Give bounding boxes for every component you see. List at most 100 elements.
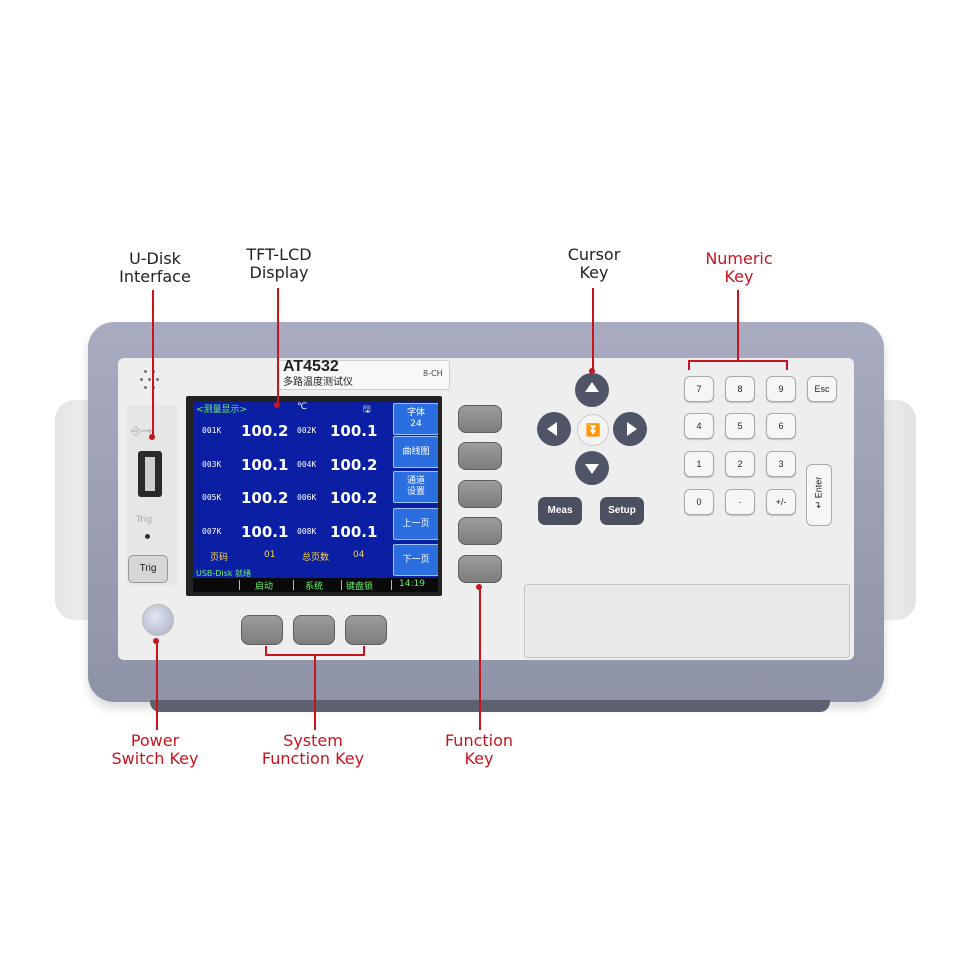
lcd-channel-label: 004K	[297, 460, 317, 469]
numeric-key-0[interactable]: 0	[684, 489, 714, 515]
numeric-key-2[interactable]: 2	[725, 451, 755, 477]
lcd-softkey-channel-setup: 通道 设置	[393, 471, 438, 503]
right-arrow-icon	[627, 422, 637, 436]
leader-tft	[277, 288, 279, 406]
lcd-screen: <测量显示> ℃ 🖫 001K 100.2 002K 100.1 003K 10…	[193, 402, 438, 592]
lcd-bottom-keylock: 键盘锁	[346, 582, 374, 592]
lcd-channel-label: 006K	[297, 493, 317, 502]
enter-key[interactable]: ↵ Enter	[806, 464, 832, 526]
numeric-key-9[interactable]: 9	[766, 376, 796, 402]
lcd-channel-value: 100.2	[241, 422, 289, 440]
function-key-3[interactable]	[458, 480, 502, 508]
lcd-channel-value: 100.1	[330, 523, 378, 541]
leader-numeric	[737, 290, 739, 360]
leader-function-dot	[476, 584, 482, 590]
meas-button[interactable]: Meas	[538, 497, 582, 525]
lcd-channel-label: 005K	[202, 493, 222, 502]
lcd-page-value: 01	[264, 550, 276, 560]
leader-cursor-dot	[589, 368, 595, 374]
lcd-channel-value: 100.2	[330, 456, 378, 474]
leader-numeric-bracket	[688, 360, 788, 362]
callout-function-key: Function Key	[444, 731, 514, 768]
usb-icon: ⎆⊸	[131, 424, 153, 439]
leader-power-dot	[153, 638, 159, 644]
lcd-channel-label: 002K	[297, 426, 317, 435]
system-key-keylock[interactable]	[345, 615, 387, 645]
trig-indicator-label: Trig	[136, 515, 153, 525]
callout-udisk-interface: U-Disk Interface	[119, 249, 191, 286]
system-key-system[interactable]	[293, 615, 335, 645]
esc-key[interactable]: Esc	[807, 376, 837, 402]
power-button[interactable]	[142, 604, 174, 636]
lcd-softkey-next-page: 下一页	[393, 544, 438, 576]
up-arrow-icon	[585, 382, 599, 392]
numeric-key-5[interactable]: 5	[725, 413, 755, 439]
numeric-key-3[interactable]: 3	[766, 451, 796, 477]
leader-udisk	[152, 290, 154, 438]
numeric-key-7[interactable]: 7	[684, 376, 714, 402]
lcd-channel-value: 100.1	[330, 422, 378, 440]
usb-port[interactable]	[138, 451, 162, 497]
down-arrow-icon	[585, 464, 599, 474]
lcd-header: <测量显示> ℃ 🖫	[193, 402, 438, 415]
lcd-channel-label: 007K	[202, 527, 222, 536]
lcd-page-label: 页码	[210, 553, 229, 563]
enter-key-label: ↵ Enter	[813, 476, 824, 509]
leader-tft-dot	[274, 402, 280, 408]
lcd-total-label: 总页数	[302, 553, 330, 563]
lcd-channel-value: 100.1	[241, 523, 289, 541]
lcd-softkey-prev-page: 上一页	[393, 508, 438, 540]
callout-tft-lcd-display: TFT-LCD Display	[246, 245, 312, 282]
lcd-channel-value: 100.2	[330, 489, 378, 507]
numeric-key-6[interactable]: 6	[766, 413, 796, 439]
lcd-total-value: 04	[353, 550, 365, 560]
left-arrow-icon	[547, 422, 557, 436]
blank-expansion-panel	[524, 584, 850, 658]
callout-power-switch-key: Power Switch Key	[111, 731, 199, 768]
model-number: AT4532	[283, 358, 339, 375]
lcd-softkey-curve: 曲线图	[393, 436, 438, 468]
lcd-channel-value: 100.2	[241, 489, 289, 507]
plus-minus-key[interactable]: +/-	[766, 489, 796, 515]
speaker-grille	[134, 368, 164, 394]
numeric-key-8[interactable]: 8	[725, 376, 755, 402]
lcd-channel-value: 100.1	[241, 456, 289, 474]
lcd-channel-label: 008K	[297, 527, 317, 536]
channel-count: 8-CH	[423, 369, 443, 378]
lcd-softkey-font: 字体 24	[393, 403, 438, 435]
lcd-channel-label: 001K	[202, 426, 222, 435]
leader-function	[479, 588, 481, 730]
callout-system-function-key: System Function Key	[261, 731, 365, 768]
numeric-key-4[interactable]: 4	[684, 413, 714, 439]
leader-numeric-bracket-right	[786, 360, 788, 370]
callout-cursor-key: Cursor Key	[567, 245, 621, 282]
function-key-2[interactable]	[458, 442, 502, 470]
leader-power	[156, 642, 158, 730]
cursor-center-key[interactable]: ⏬	[577, 414, 609, 446]
setup-button[interactable]: Setup	[600, 497, 644, 525]
lcd-channel-label: 003K	[202, 460, 222, 469]
leader-system-bracket-right	[363, 646, 365, 656]
trig-button[interactable]: Trig	[128, 555, 168, 583]
leader-cursor	[592, 288, 594, 372]
lcd-bottom-time: 14:19	[399, 579, 425, 589]
trig-indicator-led	[145, 534, 150, 539]
system-key-start[interactable]	[241, 615, 283, 645]
leader-numeric-bracket-left	[688, 360, 690, 370]
decimal-point-key[interactable]: ·	[725, 489, 755, 515]
model-subtitle: 多路温度测试仪	[283, 377, 353, 388]
lcd-unit: ℃	[297, 402, 308, 412]
leader-udisk-dot	[149, 434, 155, 440]
function-key-5[interactable]	[458, 555, 502, 583]
lcd-bottom-bar: 启动 系统 键盘锁 14:19	[193, 578, 438, 592]
function-key-4[interactable]	[458, 517, 502, 545]
lcd-bottom-system: 系统	[305, 582, 324, 592]
nameplate	[278, 360, 450, 390]
lcd-usb-status: USB-Disk 就绪	[196, 569, 252, 578]
leader-system-bracket-left	[265, 646, 267, 656]
callout-numeric-key: Numeric Key	[705, 249, 773, 286]
lcd-bottom-start: 启动	[255, 582, 274, 592]
leader-system	[314, 654, 316, 730]
function-key-1[interactable]	[458, 405, 502, 433]
numeric-key-1[interactable]: 1	[684, 451, 714, 477]
